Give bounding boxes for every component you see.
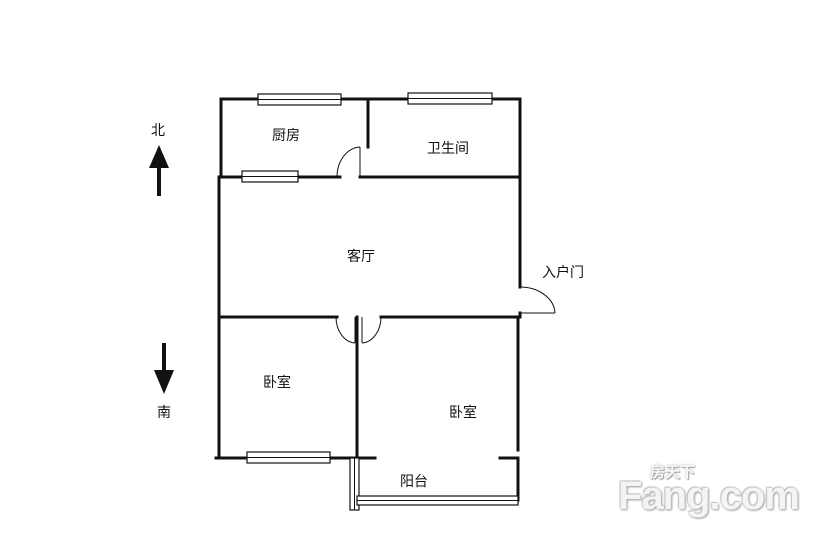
watermark-chinese: 房天下 (650, 463, 696, 481)
kitchen-window (257, 93, 342, 106)
room-label-living-room: 客厅 (347, 249, 375, 265)
kitchen-door (336, 146, 361, 178)
north-arrow-icon (149, 145, 169, 196)
room-label-bathroom: 卫生间 (427, 141, 469, 157)
south-arrow-icon (154, 343, 174, 394)
kitchen-inner-window (241, 170, 299, 183)
bedroom-left-window (246, 451, 331, 464)
room-label-kitchen: 厨房 (272, 128, 300, 144)
bedroom-right-door (361, 316, 382, 344)
label-entry-door: 入户门 (542, 265, 584, 281)
watermark-logo: Fang.com (618, 474, 800, 518)
compass-north-label: 北 (151, 123, 165, 139)
compass-south-label: 南 (157, 405, 171, 421)
room-label-balcony: 阳台 (400, 474, 428, 490)
room-label-bedroom-left: 卧室 (263, 375, 291, 391)
bathroom-window (407, 92, 493, 105)
entry-door-swing (518, 286, 556, 319)
room-label-bedroom-right: 卧室 (449, 405, 477, 421)
bedroom-left-door (335, 316, 356, 344)
balcony-railing (349, 457, 519, 511)
walls (214, 97, 522, 502)
